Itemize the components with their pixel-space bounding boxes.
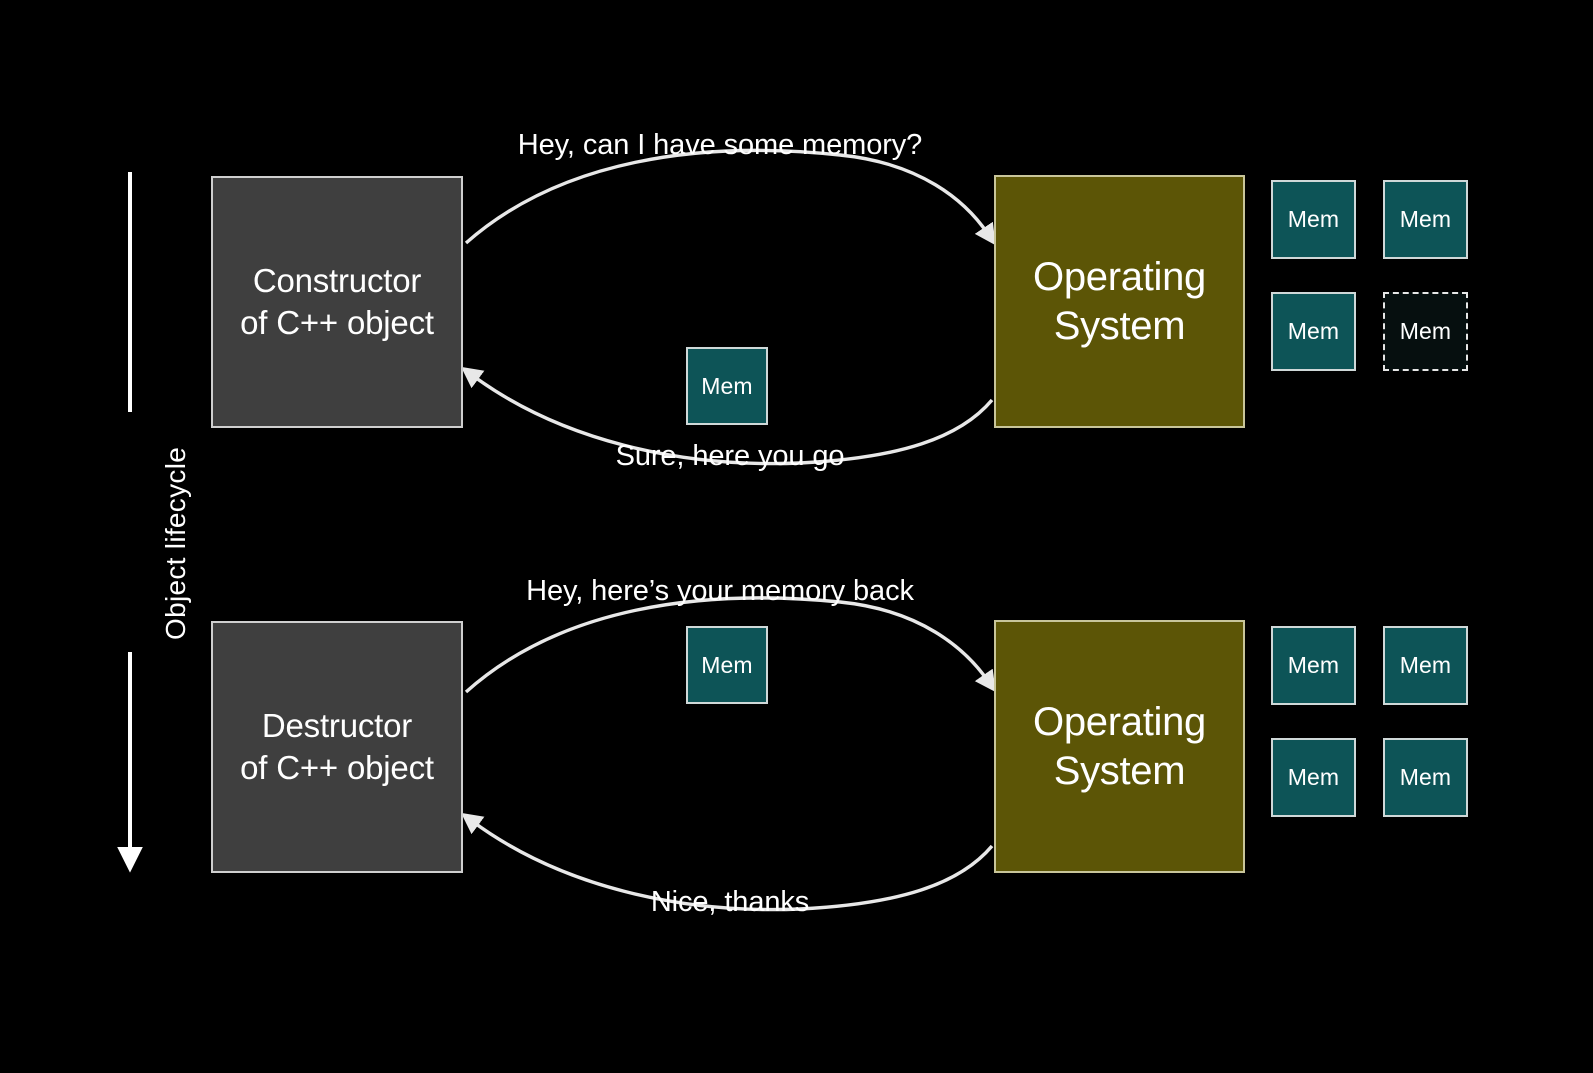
- lifecycle-axis-label: Object lifecycle: [160, 446, 191, 640]
- memory-pool-block-2[interactable]: Mem: [1271, 292, 1356, 371]
- destructor-box[interactable]: Destructor of C++ object: [211, 621, 463, 873]
- deallocation-reply-caption: Nice, thanks: [650, 886, 810, 918]
- memory-pool-block-4[interactable]: Mem: [1271, 626, 1356, 705]
- transit-memory-block-deallocation[interactable]: Mem: [686, 626, 768, 704]
- operating-system-box-deallocation[interactable]: Operating System: [994, 620, 1245, 873]
- memory-pool-block-1[interactable]: Mem: [1383, 180, 1468, 259]
- allocation-request-caption: Hey, can I have some memory?: [517, 129, 923, 161]
- memory-pool-block-7[interactable]: Mem: [1383, 738, 1468, 817]
- operating-system-box-allocation[interactable]: Operating System: [994, 175, 1245, 428]
- constructor-box[interactable]: Constructor of C++ object: [211, 176, 463, 428]
- memory-pool-block-5[interactable]: Mem: [1383, 626, 1468, 705]
- allocation-reply-caption: Sure, here you go: [615, 440, 845, 472]
- memory-pool-block-6[interactable]: Mem: [1271, 738, 1356, 817]
- transit-memory-block-allocation[interactable]: Mem: [686, 347, 768, 425]
- memory-pool-block-0[interactable]: Mem: [1271, 180, 1356, 259]
- memory-pool-block-3-free[interactable]: Mem: [1383, 292, 1468, 371]
- deallocation-request-caption: Hey, here’s your memory back: [526, 575, 914, 607]
